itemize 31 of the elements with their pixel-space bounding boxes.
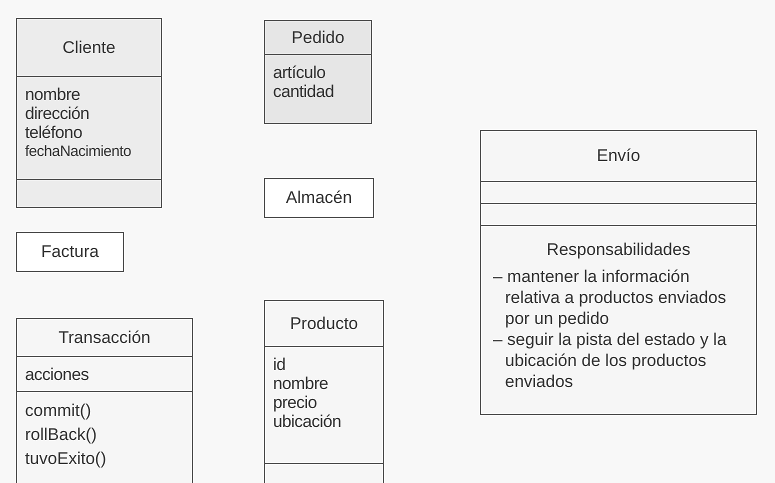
responsibility-item: – mantener la información relativa a productos enviados por un pedido [493, 266, 728, 329]
attribute-name: acciones [25, 365, 90, 384]
class-name: Cliente [62, 38, 116, 58]
method-name: tuvoExito() [25, 448, 108, 469]
class-name: Factura [41, 242, 99, 262]
class-box [264, 20, 372, 124]
attribute-name: nombre [273, 374, 330, 393]
class-name: Producto [290, 314, 358, 334]
attribute-name: dirección [25, 104, 90, 123]
class-name: Transacción [58, 328, 150, 348]
class-box [16, 318, 193, 483]
class-box [480, 130, 757, 415]
class-box [264, 300, 384, 483]
attribute-name: artículo [273, 63, 326, 82]
attribute-name: id [273, 355, 286, 374]
attribute-name: ubicación [273, 412, 342, 431]
attribute-name: cantidad [273, 82, 335, 101]
method-name: rollBack() [25, 424, 98, 445]
attribute-name: nombre [25, 85, 82, 104]
class-box [264, 178, 374, 218]
class-name: Envío [596, 146, 640, 166]
class-name: Pedido [292, 28, 344, 48]
class-name: Almacén [286, 188, 352, 208]
method-name: commit() [25, 400, 92, 421]
responsibility-item: – seguir la pista del estado y la ubicación de los productos enviados [493, 329, 728, 392]
class-box [16, 232, 124, 272]
attribute-name: fechaNacimiento [25, 142, 132, 161]
responsibility-heading: Responsabilidades [546, 239, 690, 261]
attribute-name: teléfono [25, 123, 84, 142]
attribute-name: precio [273, 393, 318, 412]
class-box [16, 18, 162, 208]
